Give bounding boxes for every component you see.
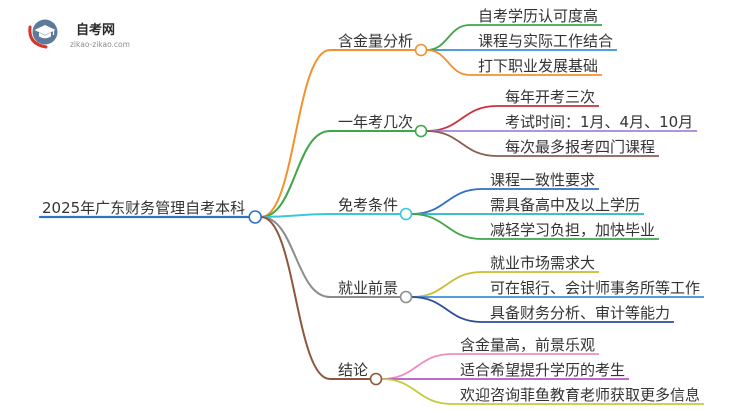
branch-node-dot [399, 207, 413, 221]
subtopic-exam-months-label: 考试时间：1月、4月、10月 [505, 113, 693, 131]
branch-node-dot [399, 290, 413, 304]
subtopic-recognition-label: 自考学历认可度高 [478, 7, 598, 25]
logo-domain: zikao-zikao.com [70, 40, 130, 49]
branch-connector [261, 216, 331, 298]
subtopic-connector [426, 24, 471, 51]
subtopic-three-sittings-label: 每年开考三次 [505, 88, 595, 106]
connector-layer [38, 24, 705, 405]
branch-exemption-conditions: 免考条件 课程一致性要求 需具备高中及以上学历 减轻学习负担，加快毕业 [338, 171, 655, 239]
branch-node-dot [414, 43, 428, 57]
subtopic-max-four-courses-label: 每次最多报考四门课程 [505, 138, 655, 156]
subtopic-practical-courses-label: 课程与实际工作结合 [478, 32, 613, 50]
cap-base [39, 32, 51, 39]
subtopic-workplaces-label: 可在银行、会计师事务所等工作 [490, 279, 700, 297]
subtopic-connector [426, 49, 471, 76]
branch-conclusion: 结论 含金量高，前景乐观 适合希望提升学历的考生 欢迎咨询菲鱼教育老师获取更多信… [338, 336, 700, 404]
branch-connector [260, 216, 331, 380]
branch-connector [260, 49, 331, 218]
branch-node-dot [414, 124, 428, 138]
cap-board [34, 25, 56, 35]
branch-conclusion-label: 结论 [338, 361, 368, 379]
branch-exam-frequency: 一年考几次 每年开考三次 考试时间：1月、4月、10月 每次最多报考四门课程 [338, 88, 693, 156]
graduation-cap-icon [28, 19, 58, 49]
subtopic-suitable-candidates-label: 适合希望提升学历的考生 [460, 361, 625, 379]
subtopic-connector [411, 188, 483, 215]
subtopic-consult-teacher-label: 欢迎咨询菲鱼教育老师获取更多信息 [460, 386, 700, 404]
branch-exam-frequency-label: 一年考几次 [338, 113, 413, 131]
branch-value-analysis-label: 含金量分析 [338, 32, 413, 50]
subtopic-connector [381, 378, 453, 405]
subtopic-career-foundation-label: 打下职业发展基础 [478, 57, 598, 75]
subtopic-connector [411, 213, 483, 240]
subtopic-connector [411, 271, 483, 298]
branch-career-prospects-label: 就业前景 [338, 279, 398, 297]
branch-connector [261, 213, 331, 218]
branch-value-analysis: 含金量分析 自考学历认可度高 课程与实际工作结合 打下职业发展基础 [338, 7, 613, 75]
logo-title: 自考网 [76, 22, 115, 38]
root-node-dot [248, 210, 262, 224]
logo: 自考网 zikao-zikao.com [28, 19, 130, 49]
subtopic-high-value-label: 含金量高，前景乐观 [460, 336, 595, 354]
root-topic-label: 2025年广东财务管理自考本科 [42, 199, 245, 217]
node-dot-layer [248, 43, 428, 386]
subtopic-connector [426, 130, 498, 157]
logo-swoosh [28, 25, 48, 49]
subtopic-skills-label: 具备财务分析、审计等能力 [490, 304, 670, 322]
subtopic-course-consistency-label: 课程一致性要求 [490, 171, 595, 189]
branch-career-prospects: 就业前景 就业市场需求大 可在银行、会计师事务所等工作 具备财务分析、审计等能力 [338, 254, 700, 322]
branch-connector [261, 130, 331, 218]
subtopic-market-demand-label: 就业市场需求大 [490, 254, 595, 272]
subtopic-reduce-burden-label: 减轻学习负担，加快毕业 [490, 221, 655, 239]
branch-exemption-conditions-label: 免考条件 [338, 196, 398, 214]
subtopic-connector [426, 105, 498, 132]
subtopic-high-school-requirement-label: 需具备高中及以上学历 [490, 196, 640, 214]
root-node: 2025年广东财务管理自考本科 [42, 199, 245, 217]
subtopic-connector [411, 296, 483, 323]
subtopic-connector [381, 353, 453, 380]
branch-node-dot [369, 372, 383, 386]
